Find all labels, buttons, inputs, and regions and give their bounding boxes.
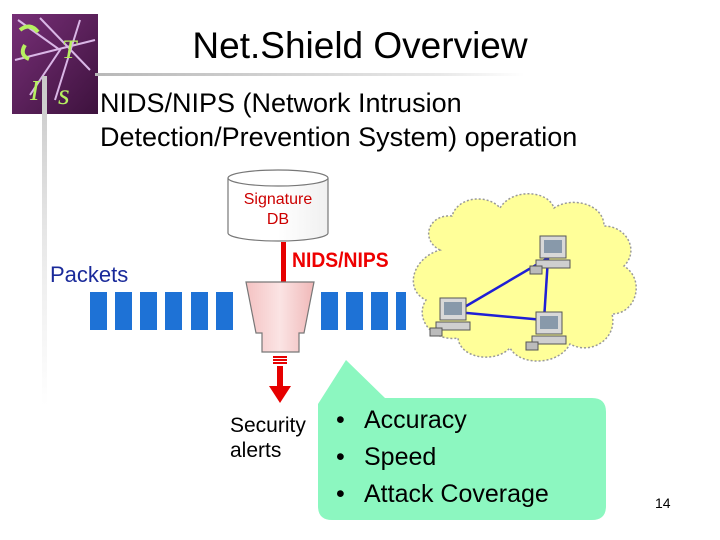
bullet-dot: •: [336, 480, 345, 508]
alerts-label-line-2: alerts: [230, 439, 282, 462]
computer-icon: [529, 235, 571, 275]
filter-funnel-icon: [245, 281, 315, 353]
database-label: Signature DB: [228, 190, 328, 230]
callout-item-text: Speed: [364, 443, 437, 471]
packets-label: Packets: [50, 262, 129, 287]
callout-item: • Attack Coverage: [334, 476, 549, 513]
database-label-line-1: Signature: [243, 191, 313, 208]
svg-text:T: T: [62, 35, 78, 64]
bullet-dot: •: [336, 443, 345, 471]
packet-stream-left: [90, 292, 233, 330]
alerts-label: Security alerts: [230, 413, 306, 463]
svg-text:s: s: [58, 78, 70, 111]
page-number: 14: [655, 495, 671, 511]
slide-title: Net.Shield Overview: [192, 25, 528, 66]
alert-stub: [273, 356, 287, 364]
database-icon: [227, 169, 329, 242]
alert-arrow: [269, 366, 291, 403]
cloud-network-icon: [412, 193, 637, 362]
callout-item: • Accuracy: [334, 402, 549, 439]
main-bullet: NIDS/NIPS (Network Intrusion Detection/P…: [100, 86, 700, 154]
bullet-dot: •: [336, 406, 345, 434]
requirements-callout: [318, 360, 606, 520]
database-label-line-2: DB: [266, 211, 290, 228]
svg-text:I: I: [29, 76, 41, 107]
side-rule: [42, 76, 47, 406]
callout-item-text: Accuracy: [364, 406, 467, 434]
system-label: NIDS/NIPS: [292, 249, 389, 272]
title-underline: [95, 73, 525, 76]
computer-icon: [525, 311, 567, 351]
computer-icon: [429, 297, 471, 337]
callout-item-text: Attack Coverage: [364, 480, 549, 508]
packet-stream-right: [321, 292, 406, 330]
main-bullet-line-1: NIDS/NIPS (Network Intrusion: [100, 88, 462, 118]
callout-list: • Accuracy • Speed • Attack Coverage: [334, 402, 549, 513]
alerts-label-line-1: Security: [230, 414, 306, 437]
db-link-line: [281, 242, 286, 282]
callout-item: • Speed: [334, 439, 549, 476]
main-bullet-line-2: Detection/Prevention System) operation: [100, 122, 578, 152]
logo-icon: T I s: [12, 14, 98, 114]
